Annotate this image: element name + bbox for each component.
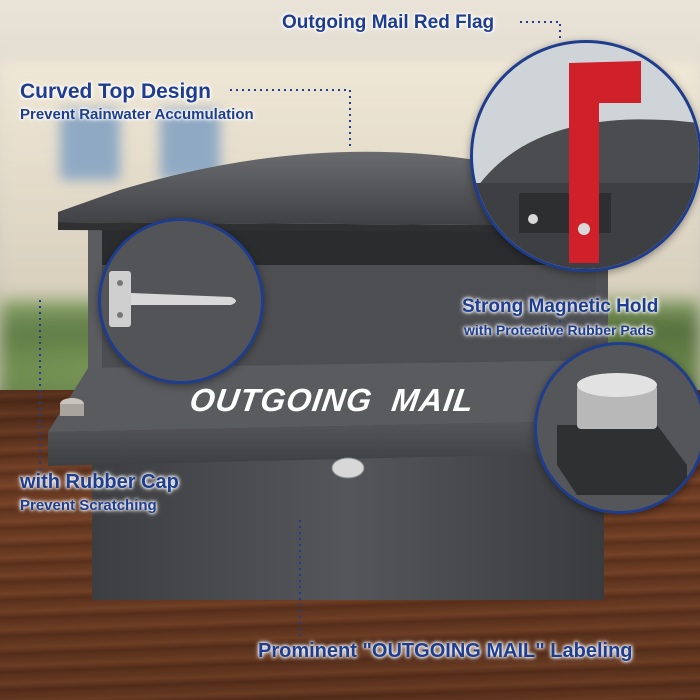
mailbox-door-front bbox=[48, 420, 640, 466]
callout-rubber-cap-title: with Rubber Cap bbox=[20, 471, 179, 493]
rubber-cap-base bbox=[60, 404, 84, 416]
callout-labeling: Prominent "OUTGOING MAIL" Labeling bbox=[258, 640, 633, 662]
detail-circle-latch bbox=[98, 218, 264, 384]
callout-red-flag: Outgoing Mail Red Flag bbox=[282, 12, 495, 33]
callout-curved-top-title: Curved Top Design bbox=[20, 80, 211, 103]
detail-circle-magnet bbox=[534, 342, 700, 514]
callout-rubber-cap-sub: Prevent Scratching bbox=[20, 497, 157, 514]
connector-red-flag bbox=[520, 21, 561, 40]
callout-magnetic-title: Strong Magnetic Hold bbox=[462, 296, 659, 317]
connector-curved-top bbox=[230, 89, 351, 150]
callout-curved-top-sub: Prevent Rainwater Accumulation bbox=[20, 106, 254, 123]
door-latch bbox=[331, 457, 365, 479]
magnet-detail bbox=[537, 345, 700, 511]
latch-detail bbox=[101, 221, 261, 381]
background-window bbox=[60, 110, 120, 180]
callout-magnetic-sub: with Protective Rubber Pads bbox=[464, 322, 654, 338]
